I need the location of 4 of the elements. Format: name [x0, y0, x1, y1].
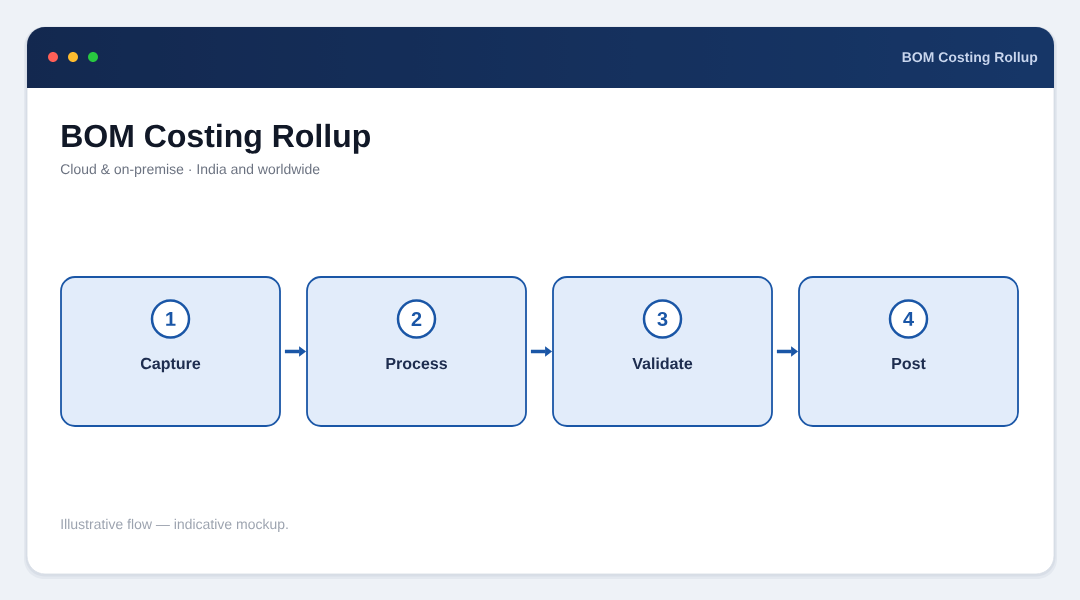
subtitle: Cloud & on-premise · India and worldwide	[60, 163, 320, 177]
footnote: Illustrative flow — indicative mockup.	[61, 518, 288, 532]
header-label: BOM Costing Rollup	[902, 51, 1038, 65]
page-title: BOM Costing Rollup	[62, 123, 370, 154]
